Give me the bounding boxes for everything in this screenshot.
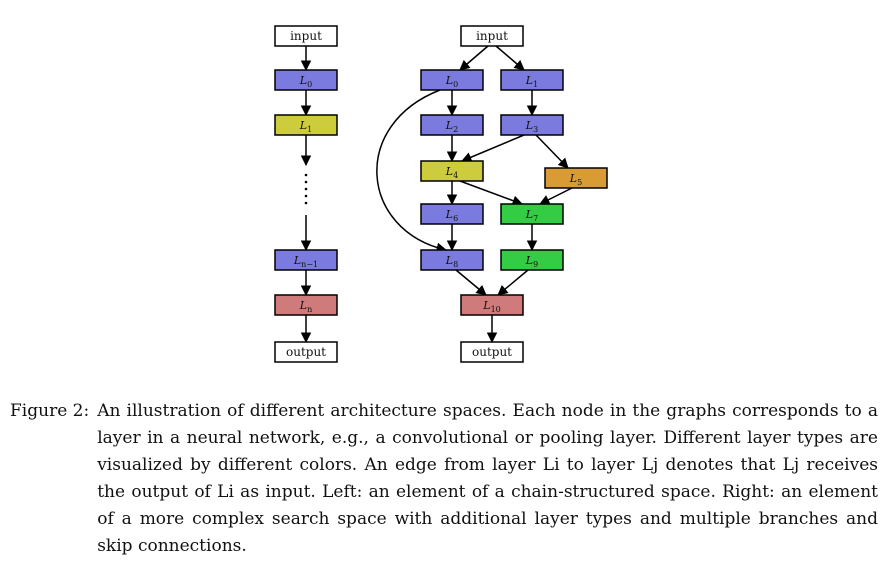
right-input-box — [460, 25, 524, 47]
left-ellipsis-dot — [304, 187, 308, 191]
right-node-L2 — [420, 114, 484, 136]
left-ellipsis-dot — [304, 201, 308, 205]
right-node-L8 — [420, 249, 484, 271]
right-node-L9 — [500, 249, 564, 271]
right-edge-L0-L8 — [376, 89, 448, 253]
right-node-label-L10: L10 — [482, 299, 501, 314]
left-node-L1 — [274, 114, 338, 136]
right-node-L0 — [420, 69, 484, 91]
right-edge-L3-L5 — [535, 134, 569, 169]
left-node-Ln-1 — [274, 249, 338, 271]
right-node-L6 — [420, 203, 484, 225]
left-node-label-L0: L0 — [299, 74, 312, 89]
right-node-L1 — [500, 69, 564, 91]
right-edge-L9-L10 — [497, 269, 529, 296]
right-edge-input-L1 — [495, 45, 525, 71]
left-input-label: input — [290, 29, 322, 43]
right-edge-input-L0 — [459, 45, 489, 71]
right-output-label: output — [472, 345, 512, 359]
right-node-L7 — [500, 203, 564, 225]
right-node-label-L1: L1 — [525, 74, 538, 89]
left-input-box — [274, 25, 338, 47]
right-node-label-L3: L3 — [525, 119, 538, 134]
caption-text: An illustration of different architectur… — [97, 401, 878, 556]
right-node-label-L2: L2 — [445, 119, 458, 134]
right-node-label-L8: L8 — [445, 254, 458, 269]
left-node-Ln — [274, 294, 338, 316]
right-node-L4 — [420, 160, 484, 182]
caption-label: Figure 2: — [10, 401, 90, 421]
left-output-box — [274, 341, 338, 363]
right-node-L10 — [460, 294, 524, 316]
right-edge-L5-L7 — [539, 187, 573, 205]
right-edge-L3-L4 — [461, 134, 525, 163]
right-node-label-L0: L0 — [445, 74, 458, 89]
left-ellipsis-dot — [304, 180, 308, 184]
right-input-label: input — [476, 29, 508, 43]
right-edge-L4-L7 — [459, 180, 523, 206]
left-output-label: output — [286, 345, 326, 359]
left-node-label-Ln: Ln — [299, 299, 312, 314]
left-ellipsis-dot — [304, 194, 308, 198]
left-node-label-Ln-1: Ln−1 — [293, 254, 318, 269]
left-ellipsis-dot — [304, 173, 308, 177]
left-node-L0 — [274, 69, 338, 91]
figure-caption: Figure 2: An illustration of different a… — [10, 398, 878, 560]
right-node-label-L6: L6 — [445, 208, 458, 223]
right-node-L5 — [544, 167, 608, 189]
right-output-box — [460, 341, 524, 363]
right-node-label-L9: L9 — [525, 254, 538, 269]
left-node-label-L1: L1 — [299, 119, 312, 134]
right-node-label-L7: L7 — [525, 208, 538, 223]
right-node-L3 — [500, 114, 564, 136]
right-node-label-L4: L4 — [445, 165, 458, 180]
right-node-label-L5: L5 — [569, 172, 582, 187]
right-edge-L8-L10 — [455, 269, 487, 296]
